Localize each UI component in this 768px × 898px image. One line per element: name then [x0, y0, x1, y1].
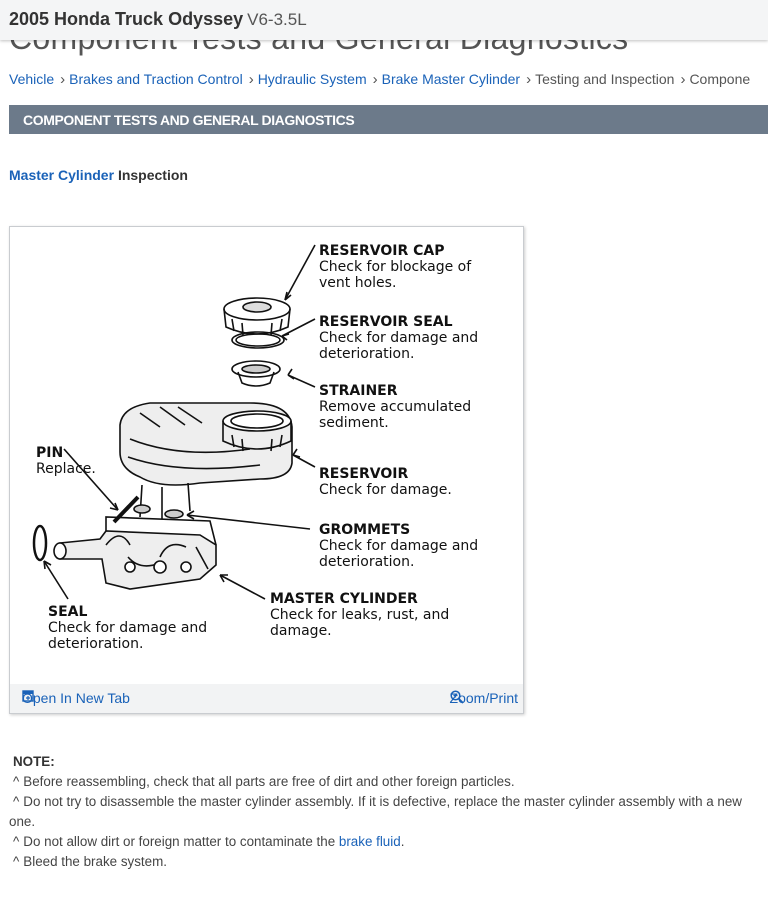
breadcrumb-current: Compone	[689, 71, 751, 87]
label-master-cylinder-desc1: Check for leaks, rust, and	[270, 607, 449, 623]
label-pin: PIN	[36, 445, 63, 461]
label-strainer-desc2: sediment.	[319, 415, 389, 431]
subheading: Master Cylinder Inspection	[9, 167, 188, 183]
master-cylinder-diagram: RESERVOIR CAP Check for blockage of vent…	[32, 243, 478, 652]
note-heading: NOTE:	[13, 754, 55, 769]
note-item: ^Do not try to disassemble the master cy…	[9, 792, 764, 832]
breadcrumb-hydraulic[interactable]: Hydraulic System	[257, 71, 367, 87]
note-item-text: Before reassembling, check that all part…	[23, 774, 515, 789]
label-reservoir-cap-desc2: vent holes.	[319, 275, 396, 291]
grommet-shape	[164, 509, 184, 519]
label-strainer: STRAINER	[319, 383, 398, 399]
chevron-right-icon: ›	[60, 71, 66, 88]
label-strainer-desc1: Remove accumulated	[319, 399, 471, 415]
reservoir-seal-shape	[231, 331, 285, 349]
note-section: NOTE: ^Before reassembling, check that a…	[9, 752, 764, 872]
label-master-cylinder: MASTER CYLINDER	[270, 591, 418, 607]
engine-label: V6-3.5L	[247, 10, 307, 29]
open-tab-icon	[22, 690, 34, 702]
open-in-new-tab-button[interactable]: Open In New Tab	[22, 690, 130, 706]
label-seal-desc2: deterioration.	[48, 636, 143, 652]
note-item-text: .	[400, 834, 405, 849]
caret-icon: ^	[13, 834, 20, 849]
vehicle-name: 2005 Honda Truck Odyssey	[9, 9, 244, 29]
label-seal: SEAL	[48, 604, 87, 620]
breadcrumb-testing: Testing and Inspection	[535, 71, 675, 87]
breadcrumb-vehicle[interactable]: Vehicle	[9, 71, 55, 87]
figure-toolbar: Open In New Tab Zoom/Print	[10, 684, 523, 713]
caret-icon: ^	[13, 774, 20, 789]
seal-shape	[32, 524, 48, 562]
chevron-right-icon: ›	[372, 71, 378, 88]
label-master-cylinder-desc2: damage.	[270, 623, 332, 639]
label-reservoir: RESERVOIR	[319, 466, 408, 482]
master-cylinder-shape	[59, 530, 217, 590]
label-reservoir-seal-desc1: Check for damage and	[319, 330, 478, 346]
caret-icon: ^	[13, 794, 20, 809]
label-reservoir-seal: RESERVOIR SEAL	[319, 314, 453, 330]
master-cylinder-link[interactable]: Master Cylinder	[9, 167, 115, 183]
brake-fluid-link[interactable]: brake fluid	[338, 834, 401, 849]
label-reservoir-cap-desc1: Check for blockage of	[319, 259, 472, 275]
chevron-right-icon: ›	[248, 71, 254, 88]
label-reservoir-cap: RESERVOIR CAP	[319, 243, 445, 259]
label-pin-desc: Replace.	[36, 461, 96, 477]
note-item: ^Bleed the brake system.	[9, 852, 764, 872]
zoom-print-label: Zoom/Print	[449, 690, 518, 706]
label-grommets: GROMMETS	[319, 522, 410, 538]
note-item-text: Bleed the brake system.	[23, 854, 167, 869]
subheading-text: Inspection	[117, 167, 188, 183]
label-grommets-desc2: deterioration.	[319, 554, 414, 570]
section-header: COMPONENT TESTS AND GENERAL DIAGNOSTICS	[9, 105, 768, 134]
breadcrumb-master-cylinder[interactable]: Brake Master Cylinder	[381, 71, 521, 87]
note-item-text: Do not try to disassemble the master cyl…	[9, 794, 742, 829]
section-title: COMPONENT TESTS AND GENERAL DIAGNOSTICS	[23, 112, 355, 128]
label-reservoir-desc: Check for damage.	[319, 482, 452, 498]
open-in-new-tab-label: Open In New Tab	[22, 690, 130, 706]
note-item: ^Do not allow dirt or foreign matter to …	[9, 832, 764, 852]
diagram-labels: RESERVOIR CAP Check for blockage of vent…	[36, 243, 478, 652]
breadcrumb: Vehicle›Brakes and Traction Control›Hydr…	[9, 71, 750, 88]
chevron-right-icon: ›	[526, 71, 532, 88]
note-item-text: Do not allow dirt or foreign matter to c…	[23, 834, 339, 849]
label-seal-desc1: Check for damage and	[48, 620, 207, 636]
chevron-right-icon: ›	[680, 71, 686, 88]
diagram-figure: RESERVOIR CAP Check for blockage of vent…	[9, 226, 524, 714]
caret-icon: ^	[13, 854, 20, 869]
label-grommets-desc1: Check for damage and	[319, 538, 478, 554]
breadcrumb-brakes[interactable]: Brakes and Traction Control	[69, 71, 243, 87]
note-item: ^Before reassembling, check that all par…	[9, 772, 764, 792]
zoom-print-button[interactable]: Zoom/Print	[450, 690, 518, 706]
label-reservoir-seal-desc2: deterioration.	[319, 346, 414, 362]
zoom-icon	[449, 690, 464, 704]
